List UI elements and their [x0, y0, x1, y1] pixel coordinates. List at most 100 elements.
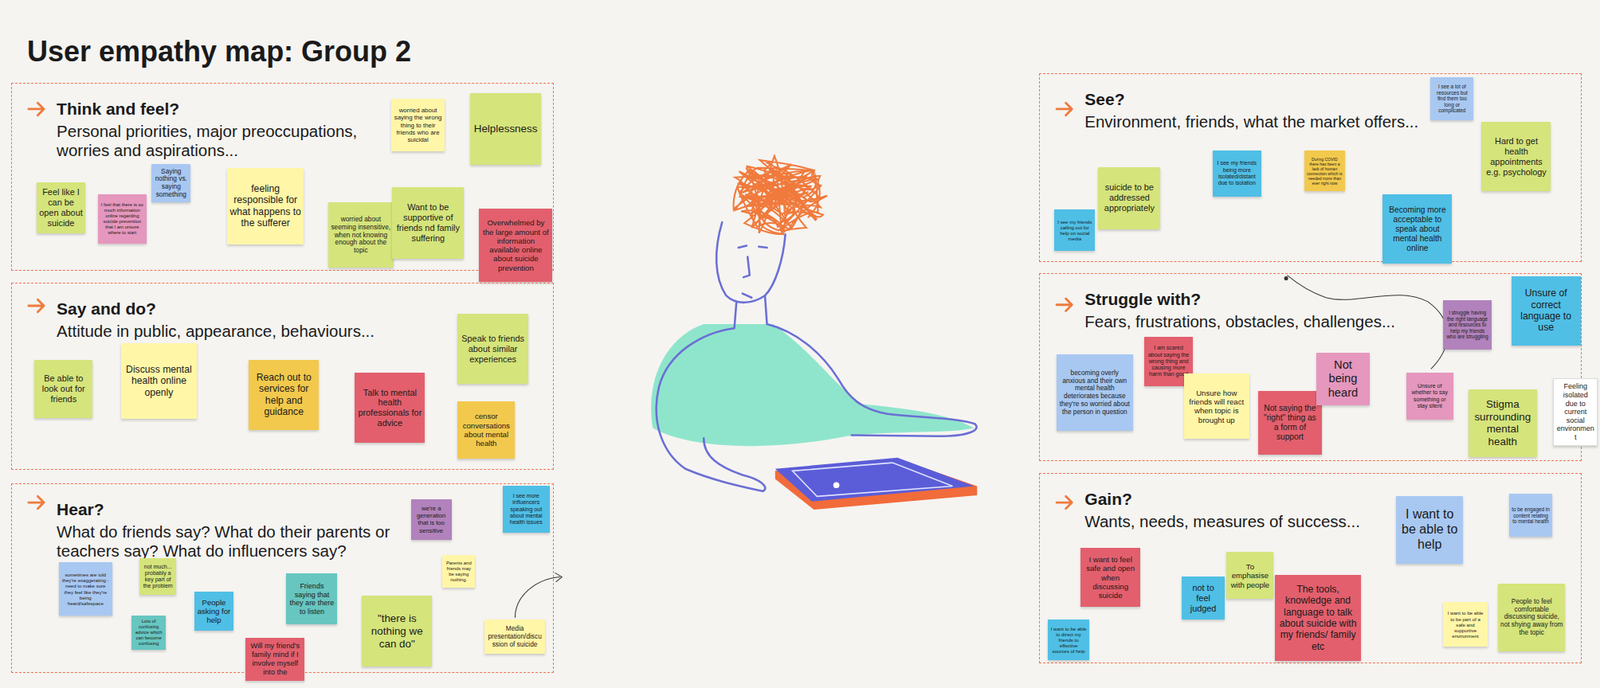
sticky-note: Unsure how friends will react when topic…: [1184, 373, 1250, 440]
section-arrows: [28, 102, 1072, 509]
note-text: not much... probably a key part of the p…: [141, 564, 174, 591]
sticky-note: to be engaged in content relating to men…: [1509, 494, 1553, 538]
section-prompt: Wants, needs, measures of success...: [1084, 512, 1436, 532]
page-title: User empathy map: Group 2: [27, 35, 412, 69]
sticky-note: I want to feel safe and open when discus…: [1080, 548, 1140, 608]
note-text: "there is nothing we can do": [364, 612, 430, 651]
note-text: Saying nothing vs. saying something: [153, 168, 189, 200]
note-text: I see more influencers speaking out abou…: [505, 493, 548, 526]
note-text: Overwhelmed by the large amount of infor…: [481, 218, 550, 273]
sticky-note: Unsure of correct language to use: [1511, 276, 1581, 346]
sticky-note: I see a lot of resources but find them t…: [1430, 77, 1474, 121]
sticky-note: I want to be able to help: [1396, 496, 1464, 565]
sticky-note: worried about saying the wrong thing to …: [391, 98, 445, 153]
note-text: Helplessness: [472, 122, 540, 136]
section-prompt: Environment, friends, what the market of…: [1084, 112, 1436, 132]
note-text: Friends saying that they are there to li…: [288, 582, 335, 616]
note-text: Feel like I can be open about suicide: [39, 187, 83, 228]
sticky-note: Stigma surrounding mental health: [1468, 389, 1538, 459]
note-text: Not saying the "right" thing as a form o…: [1260, 403, 1319, 443]
note-text: Will my friend's family mind if I involv…: [247, 642, 302, 677]
note-text: Discuss mental health online openly: [123, 364, 195, 399]
map-section: Gain?Wants, needs, measures of success..…: [1039, 473, 1582, 664]
note-text: I see my friends calling out for help on…: [1056, 219, 1093, 243]
map-section: Think and feel?Personal priorities, majo…: [11, 82, 554, 272]
note-text: Unsure of correct language to use: [1513, 287, 1579, 334]
sticky-note: not much... probably a key part of the p…: [139, 558, 177, 596]
sticky-note: Want to be supportive of friends nd fami…: [392, 187, 464, 259]
section-heading: See?: [1084, 90, 1125, 110]
map-section: See?Environment, friends, what the marke…: [1039, 73, 1582, 263]
note-text: The tools, knowledge and language to tal…: [1277, 584, 1360, 653]
note-text: sometimes are told they're exaggerating …: [61, 572, 110, 607]
sticky-note: Becoming more acceptable to speak about …: [1382, 194, 1452, 264]
sticky-note: Not saying the "right" thing as a form o…: [1258, 391, 1322, 455]
note-text: I want to be able to help: [1398, 507, 1462, 553]
note-text: People to feel comfortable discussing su…: [1500, 598, 1564, 638]
section-prompt: Fears, frustrations, obstacles, challeng…: [1084, 312, 1436, 332]
note-text: becoming overly anxious and their own me…: [1058, 369, 1131, 417]
note-text: During COVID there has been a lack of hu…: [1306, 156, 1343, 186]
sticky-note: I see more influencers speaking out abou…: [502, 486, 550, 534]
note-text: to be engaged in content relating to men…: [1511, 506, 1550, 526]
note-text: I feel that there is so much information…: [100, 202, 145, 236]
note-text: Talk to mental health professionals for …: [356, 388, 423, 429]
note-text: I see a lot of resources but find them t…: [1432, 83, 1471, 114]
note-text: Not being heard: [1318, 358, 1368, 400]
note-text: not to feel judged: [1184, 583, 1223, 615]
note-text: Unsure how friends will react when topic…: [1186, 388, 1248, 425]
map-section: Say and do?Attitude in public, appearanc…: [11, 282, 554, 471]
note-text: censor conversations about mental health: [459, 411, 513, 448]
note-text: worried about saying the wrong thing to …: [393, 106, 443, 145]
section-heading: Think and feel?: [56, 99, 180, 119]
sticky-note: we're a generation that is too sensitive: [411, 499, 452, 541]
note-text: I want to feel safe and open when discus…: [1082, 555, 1138, 601]
sticky-note: Overwhelmed by the large amount of infor…: [478, 208, 553, 283]
sticky-note: Feeling isolated due to current social e…: [1552, 378, 1598, 448]
sticky-note: Hard to get health appointments e.g. psy…: [1481, 121, 1551, 192]
sticky-note: Feel like I can be open about suicide: [36, 182, 86, 234]
sticky-note: Reach out to services for help and guida…: [248, 360, 319, 431]
sticky-note: "there is nothing we can do": [361, 596, 432, 667]
sticky-note: Helplessness: [470, 93, 542, 165]
map-section: Struggle with?Fears, frustrations, obsta…: [1039, 273, 1582, 462]
section-prompt: Attitude in public, appearance, behaviou…: [56, 321, 408, 342]
sticky-note: Lots of confusing advice which can becom…: [131, 615, 167, 651]
leader-lines: [514, 275, 1448, 619]
person-figure: [650, 156, 977, 510]
sticky-note: The tools, knowledge and language to tal…: [1274, 575, 1362, 663]
section-prompt: What do friends say? What do their paren…: [56, 522, 408, 561]
note-text: suicide to be addressed appropriately: [1100, 182, 1158, 214]
map-section: Hear?What do friends say? What do their …: [11, 483, 554, 674]
sticky-note: I want to be able to be part of a safe a…: [1443, 602, 1488, 648]
sticky-note: not to feel judged: [1181, 576, 1225, 620]
note-text: I want to be able to direct my friends t…: [1050, 626, 1087, 655]
note-text: worried about seeming insensitive, when …: [330, 215, 392, 255]
note-text: I struggle having the right language and…: [1445, 309, 1490, 341]
sticky-note: I want to be able to direct my friends t…: [1047, 619, 1089, 661]
note-text: I see my friends being more isolated/dis…: [1215, 160, 1259, 187]
note-text: feeling responsible for what happens to …: [229, 183, 302, 230]
note-text: To emphasise with people: [1228, 562, 1271, 590]
note-text: Parents and friends may be saying nothin…: [444, 560, 473, 584]
sticky-note: Not being heard: [1316, 352, 1370, 407]
note-text: Hard to get health appointments e.g. psy…: [1483, 136, 1549, 177]
sticky-note: People asking for help: [194, 592, 234, 632]
note-text: Reach out to services for help and guida…: [250, 372, 317, 419]
sticky-note: Talk to mental health professionals for …: [354, 372, 425, 444]
section-heading: Say and do?: [56, 299, 157, 319]
sticky-note: worried about seeming insensitive, when …: [328, 202, 394, 268]
sticky-note: Media presentation/discussion of suicide: [484, 619, 546, 655]
sticky-note: I struggle having the right language and…: [1443, 300, 1492, 350]
sticky-note: Parents and friends may be saying nothin…: [442, 555, 475, 589]
sticky-note: I see my friends being more isolated/dis…: [1212, 150, 1262, 197]
section-heading: Gain?: [1084, 490, 1133, 510]
note-text: Speak to friends about similar experienc…: [459, 333, 526, 365]
sticky-note: During COVID there has been a lack of hu…: [1304, 150, 1346, 192]
sticky-note: suicide to be addressed appropriately: [1098, 167, 1161, 230]
note-text: Be able to look out for friends: [36, 373, 91, 405]
note-text: I want to be able to be part of a safe a…: [1445, 610, 1486, 640]
note-text: Feeling isolated due to current social e…: [1556, 382, 1595, 442]
sticky-note: becoming overly anxious and their own me…: [1056, 354, 1134, 432]
